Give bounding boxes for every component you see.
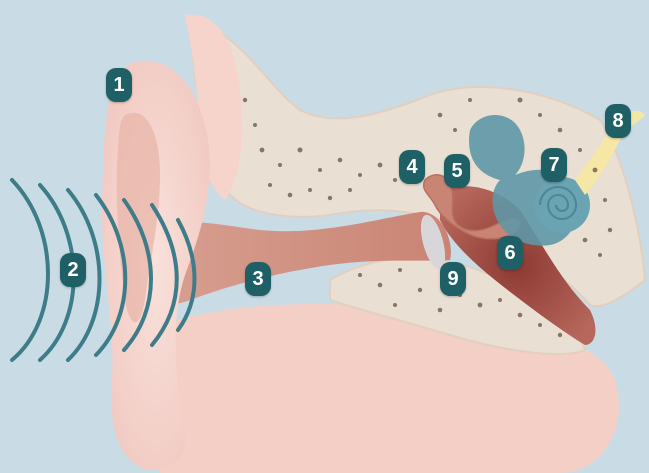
label-badge-4: 4	[399, 150, 425, 184]
label-badge-6: 6	[497, 236, 523, 270]
label-badge-5: 5	[444, 154, 470, 188]
label-badge-8: 8	[605, 104, 631, 138]
label-badge-1: 1	[106, 68, 132, 102]
label-badge-2: 2	[60, 253, 86, 287]
label-badge-7: 7	[541, 148, 567, 182]
label-badge-9: 9	[440, 262, 466, 296]
label-badge-3: 3	[245, 262, 271, 296]
